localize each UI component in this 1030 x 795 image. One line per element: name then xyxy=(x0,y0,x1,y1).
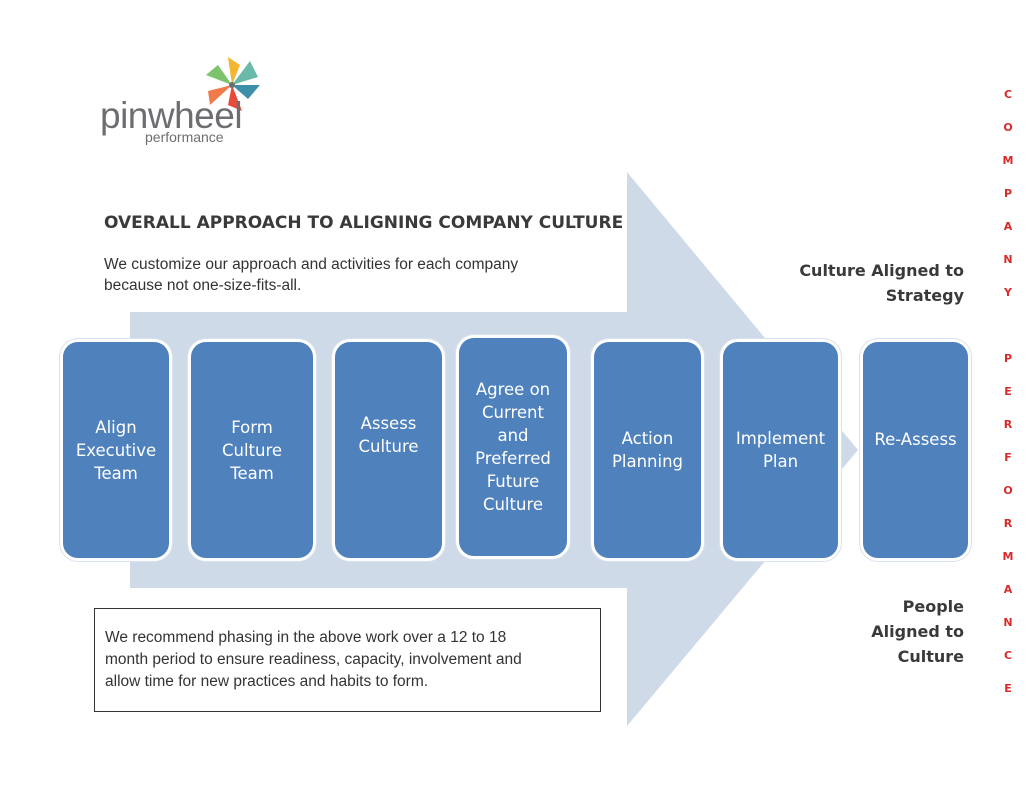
step-assess-culture: Assess Culture xyxy=(332,339,445,561)
step-3-line-2: Culture xyxy=(358,437,419,456)
note-line-3: allow time for new practices and habits … xyxy=(105,673,429,690)
step-agree-on-culture: Agree on Current and Preferred Future Cu… xyxy=(456,335,570,559)
step-4-line-5: Future xyxy=(486,472,540,491)
outcome-top-line-2: Strategy xyxy=(885,286,964,305)
intro-line-1: We customize our approach and activities… xyxy=(104,256,519,273)
vertical-letter: E xyxy=(1004,385,1012,398)
step-7-line-1: Re-Assess xyxy=(874,430,957,449)
vertical-letter: C xyxy=(1003,88,1013,101)
step-2-line-3: Team xyxy=(230,463,274,483)
outcome-bottom-line-1: People xyxy=(902,597,964,616)
step-2-line-2: Culture xyxy=(221,440,283,460)
vertical-letter: P xyxy=(1003,352,1013,365)
vertical-letter: O xyxy=(1003,484,1013,497)
step-4-line-1: Agree on xyxy=(475,380,551,399)
step-1-line-2: Executive xyxy=(75,440,157,460)
step-implement-plan: Implement Plan xyxy=(720,339,841,561)
outcome-people-aligned: People Aligned to Culture xyxy=(871,594,964,669)
step-4-line-2: Current xyxy=(482,403,544,422)
logo-wordmark: pinwheel xyxy=(100,95,243,136)
step-re-assess: Re-Assess xyxy=(860,339,971,561)
outcome-top-line-1: Culture Aligned to xyxy=(799,261,964,280)
step-action-planning: Action Planning xyxy=(591,339,704,561)
step-5-line-1: Action xyxy=(621,429,674,448)
vertical-letter: P xyxy=(1003,187,1013,200)
step-6-line-1: Implement xyxy=(735,429,826,448)
logo-subtitle: performance xyxy=(145,129,224,145)
step-4-line-4: Preferred xyxy=(475,449,551,468)
step-1-line-3: Team xyxy=(94,463,138,483)
vertical-letter: E xyxy=(1004,682,1012,695)
vertical-letter: A xyxy=(1003,220,1013,233)
vertical-letter: R xyxy=(1003,418,1013,431)
recommendation-note: We recommend phasing in the above work o… xyxy=(94,608,601,712)
vertical-letter: C xyxy=(1003,649,1013,662)
page-title: OVERALL APPROACH TO ALIGNING COMPANY CUL… xyxy=(104,213,624,233)
vertical-letter: M xyxy=(1002,154,1014,167)
vertical-letter: A xyxy=(1003,583,1013,596)
outcome-bottom-line-2: Aligned to xyxy=(871,622,964,641)
step-4-line-3: and xyxy=(497,426,529,445)
outcome-culture-aligned: Culture Aligned to Strategy xyxy=(799,258,964,308)
vertical-letter: N xyxy=(1003,616,1013,629)
note-line-2: month period to ensure readiness, capaci… xyxy=(105,651,522,668)
intro-line-2: because not one-size-fits-all. xyxy=(104,277,302,294)
pinwheel-icon xyxy=(206,57,260,111)
vertical-letter: F xyxy=(1004,451,1012,464)
intro-text: We customize our approach and activities… xyxy=(104,254,604,296)
note-line-1: We recommend phasing in the above work o… xyxy=(105,629,507,646)
pinwheel-logo: pinwheel performance xyxy=(100,55,275,155)
vertical-letter: R xyxy=(1003,517,1013,530)
step-form-culture-team: Form Culture Team xyxy=(188,339,316,561)
vertical-letter: N xyxy=(1003,253,1013,266)
step-1-line-1: Align xyxy=(95,417,137,437)
step-3-line-1: Assess xyxy=(360,414,417,433)
step-6-line-2: Plan xyxy=(762,452,799,471)
step-5-line-2: Planning xyxy=(611,452,684,471)
step-align-executive-team: Align Executive Team xyxy=(60,339,172,561)
vertical-letter: O xyxy=(1003,121,1013,134)
outcome-bottom-line-3: Culture xyxy=(897,647,964,666)
vertical-letter: Y xyxy=(1004,286,1012,299)
step-4-line-6: Culture xyxy=(482,495,544,514)
vertical-company-performance: C O M P A N Y P E R F O R M A N C E xyxy=(996,78,1020,705)
vertical-letter: M xyxy=(1002,550,1014,563)
step-2-line-1: Form xyxy=(231,417,273,437)
